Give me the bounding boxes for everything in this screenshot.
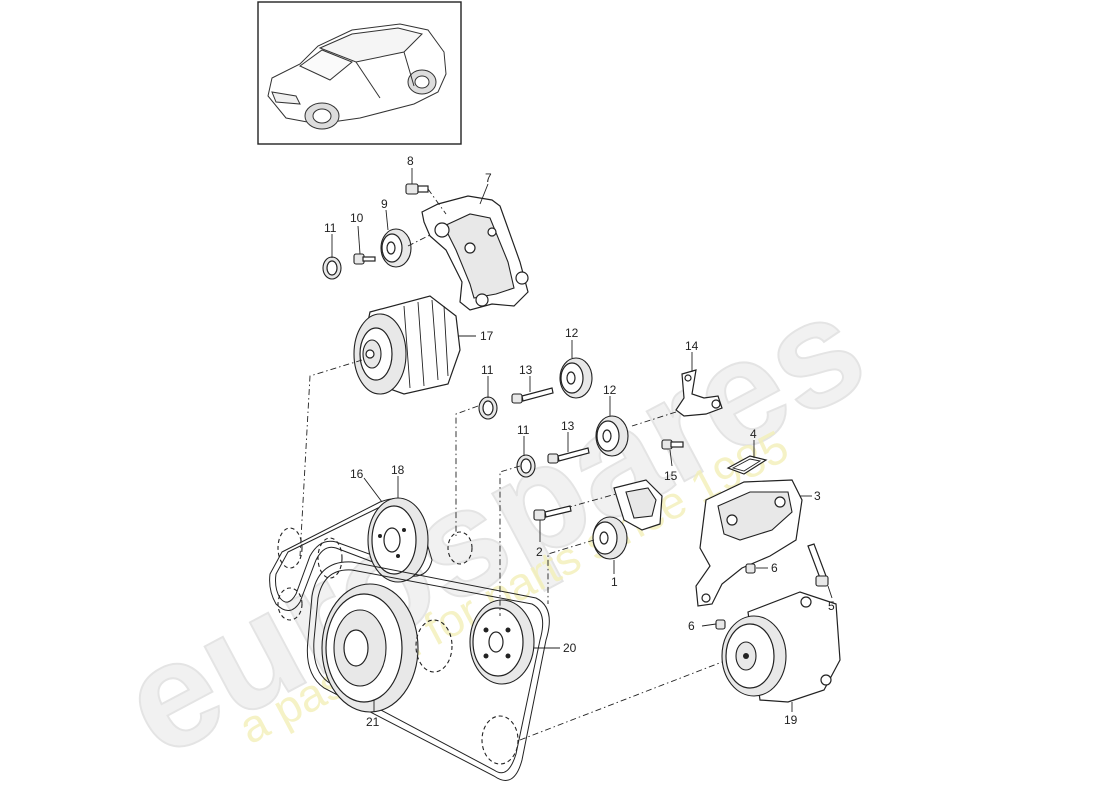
callout-5: 5: [828, 599, 835, 613]
pulley-20: [469, 599, 535, 685]
callout-labels: 8 7 9 10 11 17 12 13 11 12 14 13 11 15 4…: [324, 154, 835, 729]
callout-20: 20: [563, 641, 577, 655]
belt-tensioner: [565, 479, 663, 531]
callout-17: 17: [480, 329, 494, 343]
crankshaft-pulley: [321, 583, 419, 713]
callout-9: 9: [381, 197, 388, 211]
callout-8: 8: [407, 154, 414, 168]
callout-19: 19: [784, 713, 798, 727]
bolt-13-lower: [547, 447, 590, 464]
callout-6-lower: 6: [688, 619, 695, 633]
idler-pulley-9: [380, 228, 433, 268]
bolt-2: [533, 505, 572, 521]
bolt-15: [661, 439, 684, 450]
vehicle-thumbnail: [257, 1, 462, 145]
ac-compressor: [721, 591, 841, 703]
bolt-8: [405, 183, 447, 215]
alignment-lines: [299, 359, 723, 741]
callout-14: 14: [685, 339, 699, 353]
callout-13-upper: 13: [519, 363, 533, 377]
sleeve-6-lower: [715, 619, 726, 630]
bolt-13-upper: [511, 387, 554, 404]
callout-12-lower: 12: [603, 383, 617, 397]
support-bracket-14: [631, 369, 723, 427]
tension-roller-12-lower: [595, 415, 629, 457]
gasket-4: [726, 455, 768, 475]
callout-11-middle: 11: [481, 363, 494, 377]
callout-12-upper: 12: [565, 326, 579, 340]
pulley-1: [592, 516, 628, 560]
cap-11-top: [322, 256, 342, 280]
callout-18: 18: [391, 463, 405, 477]
bolt-10: [353, 253, 376, 265]
callout-11-lower: 11: [517, 423, 530, 437]
car-icon: [267, 23, 447, 130]
mounting-bracket: [421, 195, 529, 311]
callout-16: 16: [350, 467, 364, 481]
sleeve-6-upper: [745, 563, 756, 574]
compressor-bracket-3: [695, 479, 803, 607]
callout-15: 15: [664, 469, 678, 483]
drive-belt-21: [306, 561, 550, 781]
belt-contact-markers: [277, 527, 519, 765]
callout-1: 1: [611, 575, 618, 589]
callout-10: 10: [350, 211, 364, 225]
alternator: [353, 295, 461, 395]
cap-11-middle: [478, 396, 498, 420]
callout-7: 7: [485, 171, 492, 185]
callout-3: 3: [814, 489, 821, 503]
callout-11-top: 11: [324, 221, 337, 235]
cap-11-lower: [516, 454, 536, 478]
callout-6-upper: 6: [771, 561, 778, 575]
leader-lines: [331, 168, 833, 712]
callout-2: 2: [536, 545, 543, 559]
pulley-18: [367, 497, 429, 583]
callout-4: 4: [750, 427, 757, 441]
tension-roller-12-upper: [559, 357, 593, 399]
callout-21: 21: [366, 715, 380, 729]
bolt-5: [807, 543, 829, 587]
callout-13-lower: 13: [561, 419, 575, 433]
